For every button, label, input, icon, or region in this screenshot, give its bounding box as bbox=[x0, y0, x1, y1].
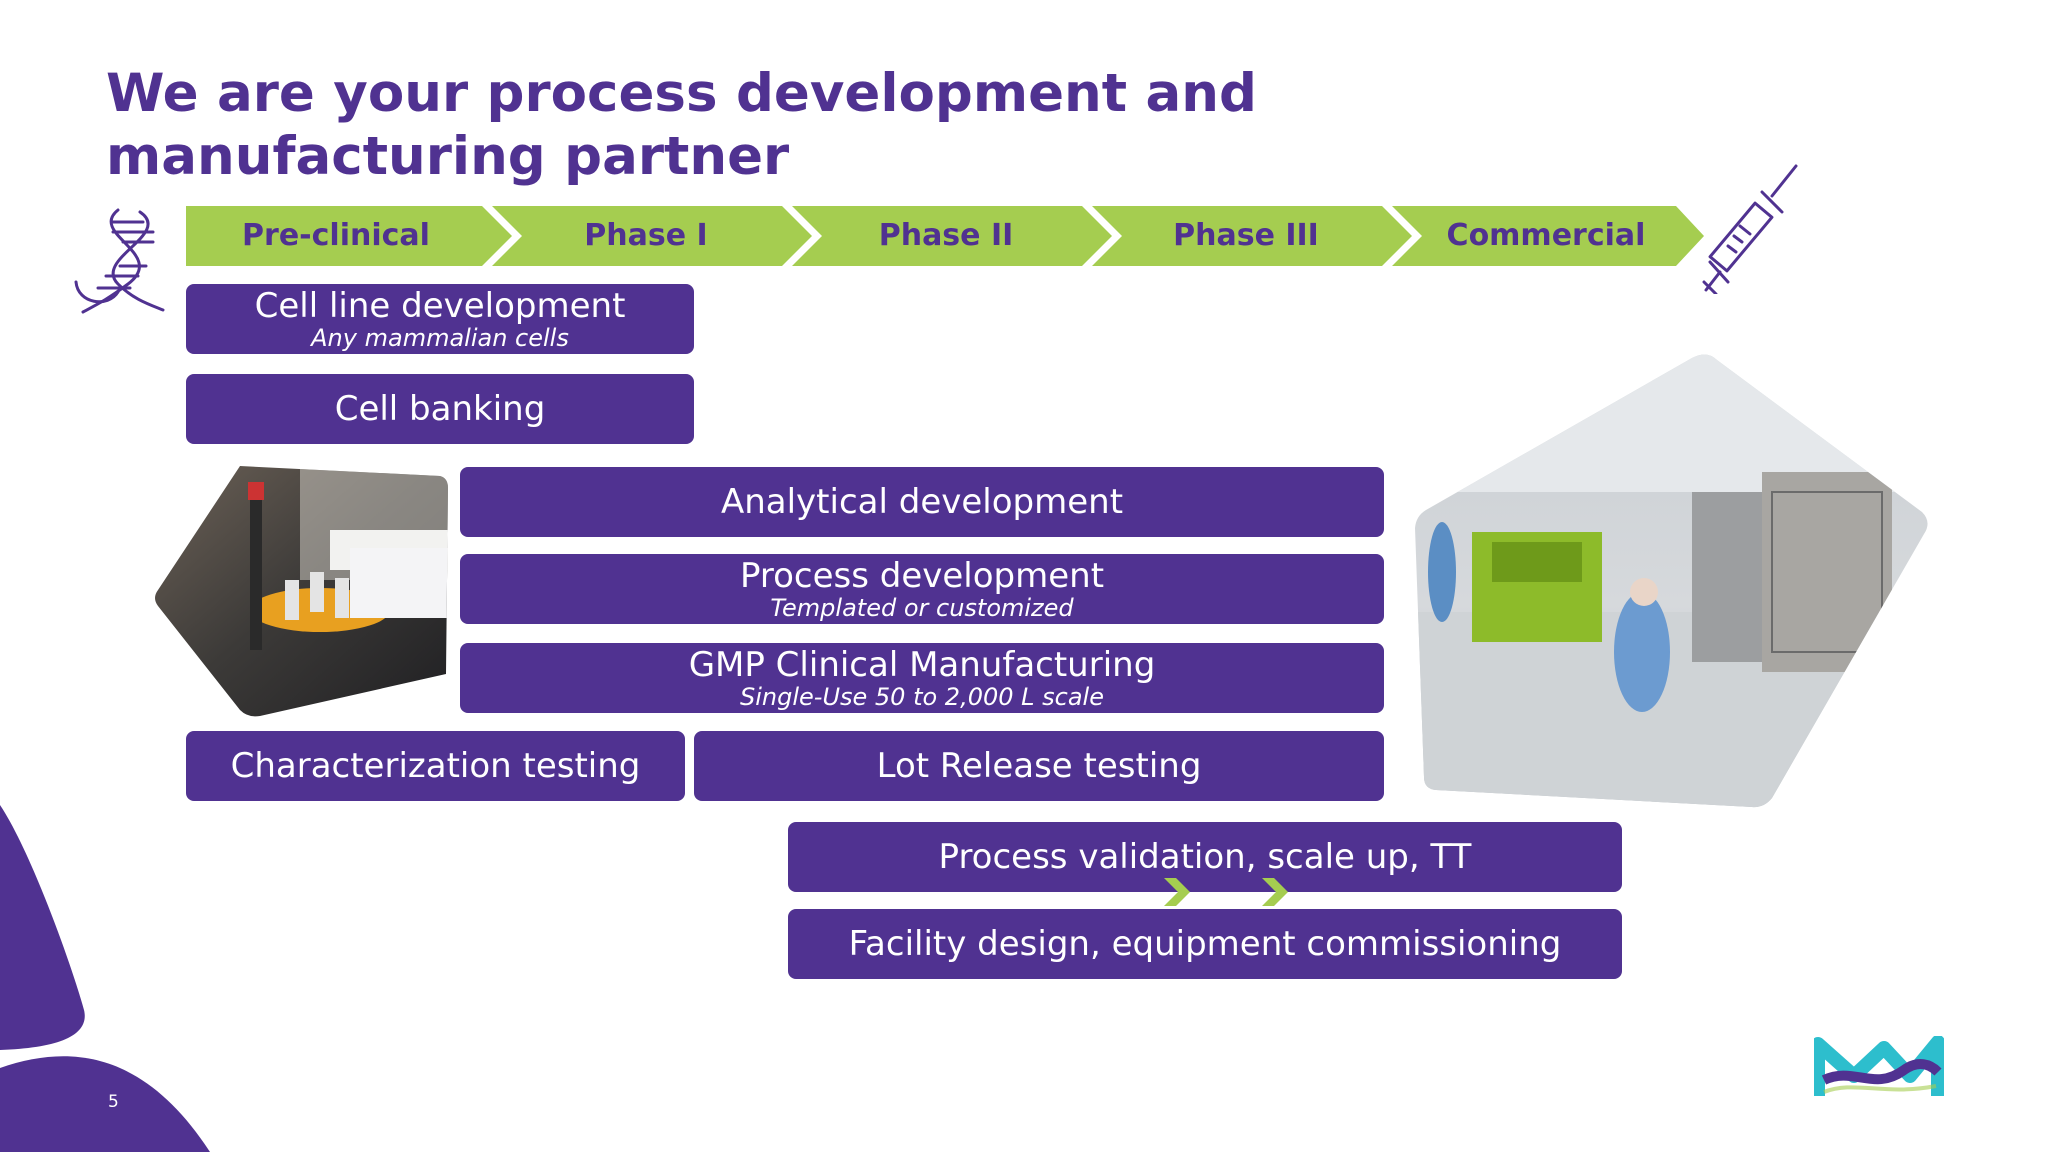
characterization-testing-box: Characterization testing bbox=[186, 731, 685, 801]
facility-title: Facility design, equipment commissioning bbox=[848, 924, 1562, 964]
phase-arrow-track bbox=[186, 206, 1704, 266]
process-dev-subtitle: Templated or customized bbox=[770, 593, 1074, 622]
process-dev-title: Process development bbox=[739, 555, 1105, 596]
process-validation-box: Process validation, scale up, TT bbox=[788, 822, 1622, 892]
lab-photo-left bbox=[155, 466, 448, 717]
gmp-subtitle: Single-Use 50 to 2,000 L scale bbox=[740, 682, 1104, 711]
phase-2: Phase II bbox=[878, 218, 1014, 253]
company-logo bbox=[1814, 1036, 1944, 1096]
analytical-development-box: Analytical development bbox=[460, 467, 1384, 537]
chevron-right-icon bbox=[1164, 878, 1190, 906]
manufacturing-photo-right bbox=[1415, 354, 1928, 808]
analytical-title: Analytical development bbox=[720, 482, 1124, 522]
validation-title: Process validation, scale up, TT bbox=[938, 837, 1472, 877]
gmp-title: GMP Clinical Manufacturing bbox=[688, 644, 1156, 685]
page-title: We are your process development and manu… bbox=[106, 63, 1257, 187]
lot-release-title: Lot Release testing bbox=[876, 746, 1202, 786]
gmp-manufacturing-box: GMP Clinical Manufacturing Single-Use 50… bbox=[460, 643, 1384, 713]
lot-release-testing-box: Lot Release testing bbox=[694, 731, 1384, 801]
facility-design-box: Facility design, equipment commissioning bbox=[788, 909, 1622, 979]
dna-icon bbox=[74, 208, 165, 314]
syringe-icon bbox=[1702, 164, 1798, 294]
phase-preclinical: Pre-clinical bbox=[242, 218, 430, 253]
phase-3: Phase III bbox=[1173, 218, 1319, 253]
cell-banking-title: Cell banking bbox=[334, 389, 546, 429]
page-number: 5 bbox=[108, 1092, 119, 1112]
chevron-right-icon bbox=[1262, 878, 1288, 906]
phase-commercial: Commercial bbox=[1446, 218, 1646, 253]
process-development-box: Process development Templated or customi… bbox=[460, 554, 1384, 624]
cell-banking-box: Cell banking bbox=[186, 374, 694, 444]
cell-line-subtitle: Any mammalian cells bbox=[311, 323, 569, 352]
phase-1: Phase I bbox=[584, 218, 708, 253]
cell-line-title: Cell line development bbox=[254, 285, 626, 326]
characterization-title: Characterization testing bbox=[230, 746, 641, 786]
cell-line-development-box: Cell line development Any mammalian cell… bbox=[186, 284, 694, 354]
